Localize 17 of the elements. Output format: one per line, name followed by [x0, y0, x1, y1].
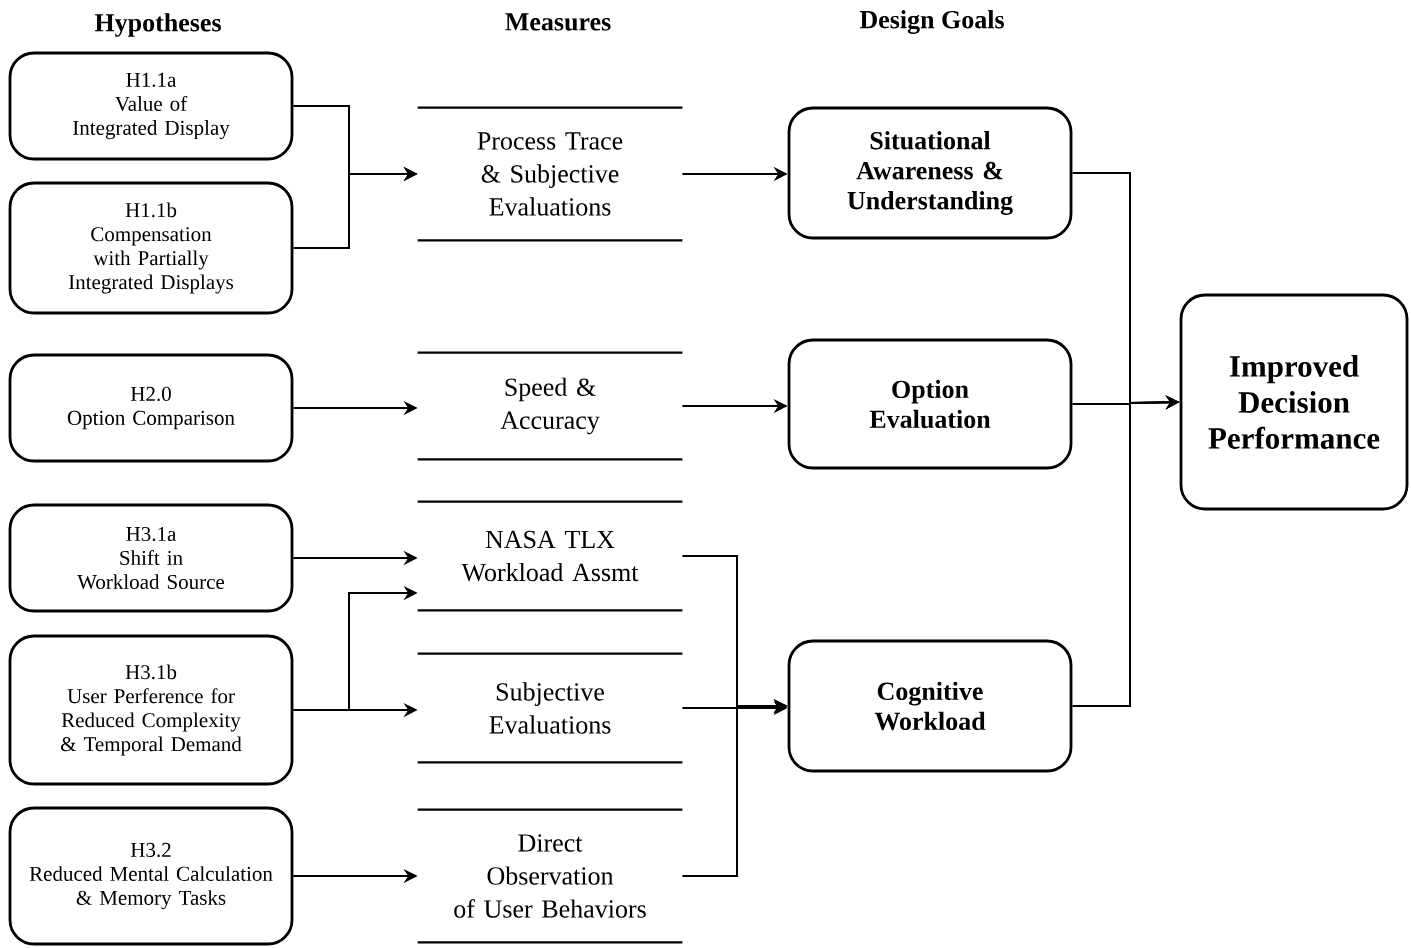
hypothesis-box: H2.0 Option Comparison: [8, 353, 294, 463]
measure-band: Speed & Accuracy: [416, 351, 684, 461]
column-heading: Measures: [505, 13, 611, 31]
design-goal-box: Cognitive Workload: [787, 639, 1073, 773]
measure-band: Process Trace & Subjective Evaluations: [416, 106, 684, 242]
measure-band: Subjective Evaluations: [416, 652, 684, 764]
measure-band: Direct Observation of User Behaviors: [416, 808, 684, 944]
outcome-box: Improved Decision Performance: [1179, 293, 1409, 511]
hypothesis-box: H3.1b User Perference for Reduced Complexity & Temporal Demand: [8, 634, 294, 786]
design-goal-box: Option Evaluation: [787, 338, 1073, 470]
column-heading: Design Goals: [859, 10, 1004, 34]
measure-band: NASA TLX Workload Assmt: [416, 500, 684, 612]
hypothesis-box: H3.2 Reduced Mental Calculation & Memory Tasks: [8, 806, 294, 946]
hypothesis-box: H3.1a Shift in Workload Source: [8, 503, 294, 613]
hypothesis-box: H1.1b Compensation with Partially Integrated Displays: [8, 181, 294, 315]
design-goal-box: Situational Awareness & Understanding: [787, 106, 1073, 240]
hypothesis-box: H1.1a Value of Integrated Display: [8, 51, 294, 161]
